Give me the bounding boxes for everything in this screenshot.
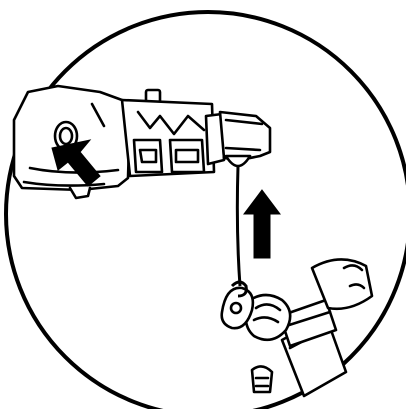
illustration-frame xyxy=(6,12,406,409)
